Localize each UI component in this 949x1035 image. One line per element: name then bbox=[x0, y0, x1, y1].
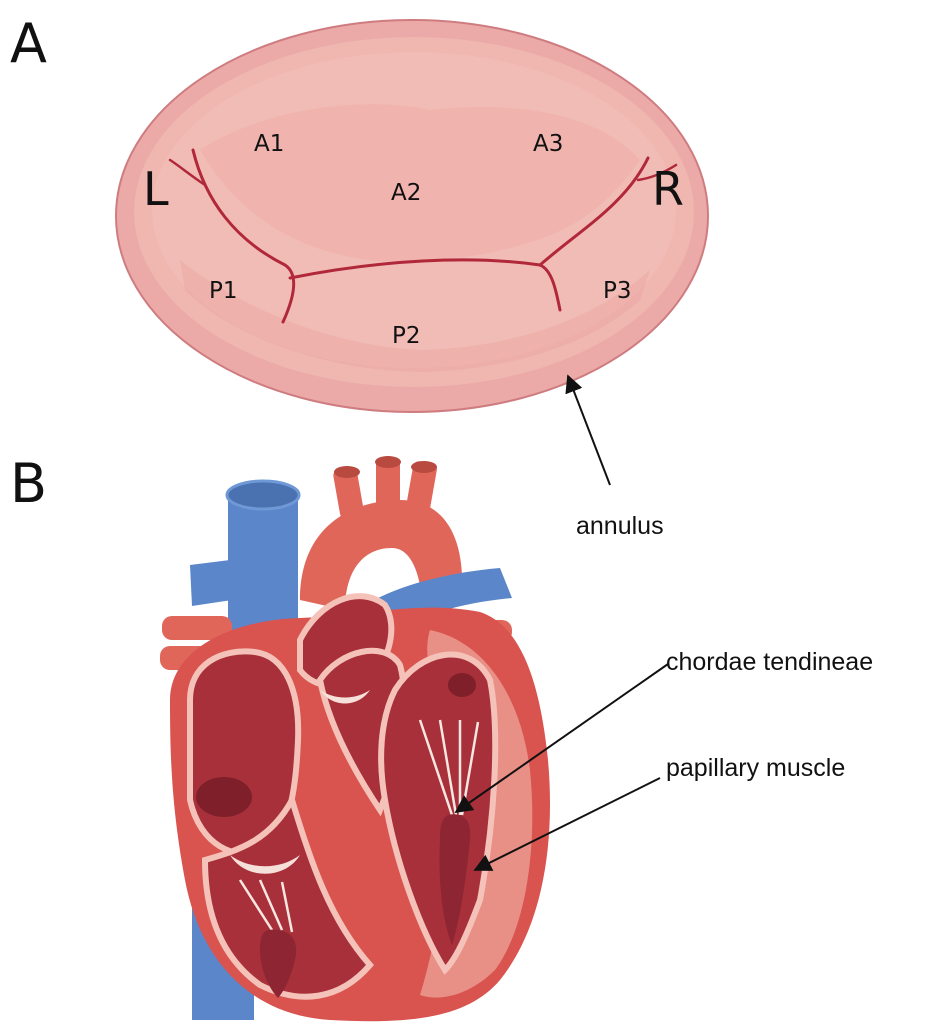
segment-a2-label: A2 bbox=[391, 180, 421, 206]
segment-p1-label: P1 bbox=[209, 278, 238, 304]
side-left-label: L bbox=[143, 162, 169, 216]
panel-a-letter: A bbox=[10, 12, 47, 75]
superior-vena-cava-opening bbox=[227, 481, 299, 509]
mitral-valve-top-view: A1 A2 A3 P1 P2 P3 L R bbox=[116, 20, 708, 412]
side-right-label: R bbox=[652, 162, 684, 216]
segment-a3-label: A3 bbox=[533, 131, 563, 157]
segment-p3-label: P3 bbox=[603, 278, 632, 304]
heart-cross-section bbox=[160, 456, 550, 1021]
chordae-callout: chordae tendineae bbox=[666, 648, 873, 676]
subclavian-opening bbox=[411, 461, 437, 473]
annulus-arrow bbox=[568, 376, 610, 485]
panel-a: A A1 A2 A3 P1 P2 P3 L R annulus bbox=[10, 12, 708, 540]
papillary-callout: papillary muscle bbox=[666, 754, 845, 782]
panel-b: B bbox=[10, 452, 873, 1021]
annulus-callout: annulus bbox=[576, 512, 664, 540]
segment-a1-label: A1 bbox=[254, 131, 284, 157]
brachiocephalic-opening bbox=[334, 466, 360, 478]
segment-p2-label: P2 bbox=[392, 323, 421, 349]
right-atrium-opening bbox=[196, 777, 252, 817]
pulmonary-veins-left bbox=[190, 560, 232, 606]
carotid-opening bbox=[375, 456, 401, 468]
left-ventricle-opening bbox=[448, 673, 476, 697]
panel-b-letter: B bbox=[10, 452, 47, 515]
